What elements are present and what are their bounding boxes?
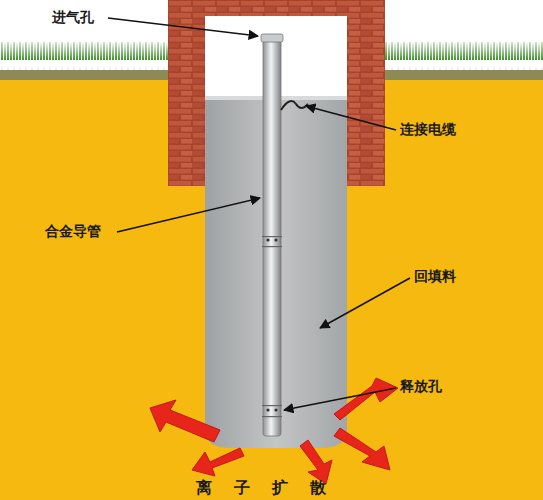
leader-line [306,106,396,130]
part-label: 进气孔 [52,9,94,26]
release-holes [262,236,282,417]
alloy-pipe [263,36,281,436]
leader-line [284,388,396,410]
leader-line [320,278,410,328]
pipe-cap [261,34,283,42]
leader-line [108,18,258,36]
part-label: 回填料 [414,268,456,285]
part-label: 合金导管 [45,223,101,240]
leader-line [117,198,260,232]
ion-diffusion-arrows [150,378,398,484]
part-label: 释放孔 [400,378,442,395]
leader-lines [108,18,410,410]
part-label: 连接电缆 [400,121,456,138]
caption-label: 离子扩散 [196,478,348,497]
cable [281,101,308,110]
